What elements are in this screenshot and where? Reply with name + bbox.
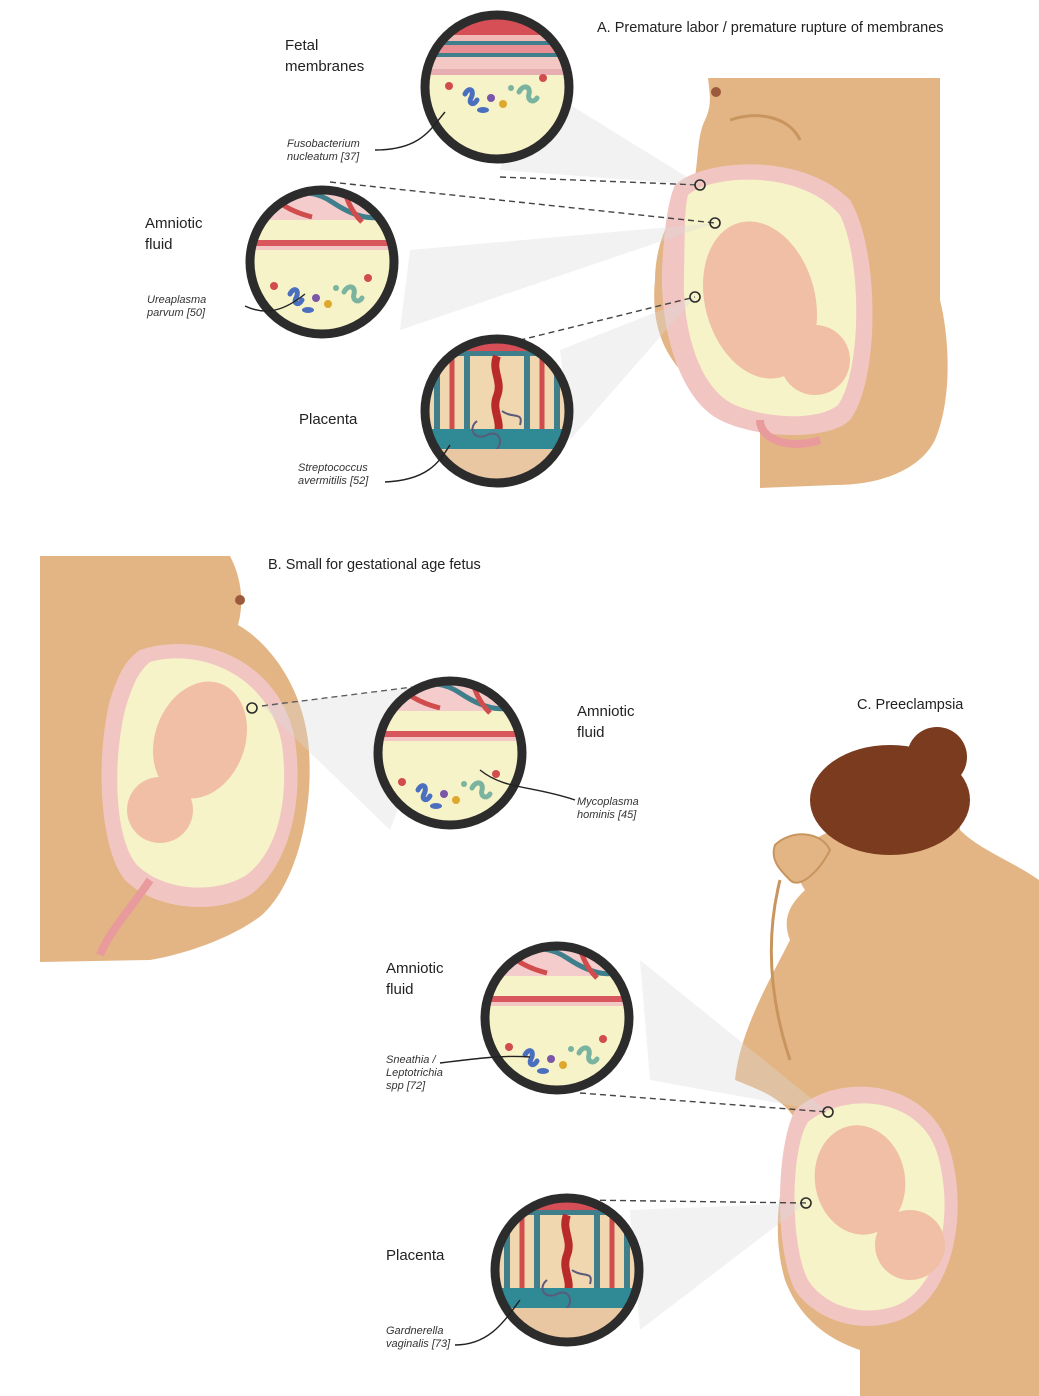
panel-b-title: B. Small for gestational age fetus: [268, 557, 481, 573]
panel-c-organism-gardnerella: Gardnerella vaginalis [73]: [386, 1325, 450, 1351]
panel-a-pregnant-body: [654, 78, 947, 488]
panel-b-pregnant-body: [40, 556, 310, 962]
panel-a-organism-fusobacterium: Fusobacterium nucleatum [37]: [287, 138, 360, 164]
panel-c-site-placenta: Placenta: [386, 1245, 444, 1266]
panel-a-site-placenta: Placenta: [299, 409, 357, 430]
panel-a-organism-ureaplasma: Ureaplasma parvum [50]: [147, 294, 206, 320]
panel-c-organism-sneathia: Sneathia / Leptotrichia spp [72]: [386, 1054, 443, 1093]
panel-a-site-fetal-membranes: Fetal membranes: [285, 35, 364, 77]
panel-b-organism-mycoplasma: Mycoplasma hominis [45]: [577, 796, 639, 822]
lens-c-placenta: [487, 1190, 647, 1350]
panel-a-organism-streptococcus: Streptococcus avermitilis [52]: [298, 462, 368, 488]
lens-a-amniotic-fluid: [242, 182, 402, 342]
panel-c-site-amniotic-fluid: Amniotic fluid: [386, 958, 444, 1000]
panel-b-site-amniotic-fluid: Amniotic fluid: [577, 701, 635, 743]
panel-c-preeclampsia-woman: [735, 727, 1039, 1396]
lens-c-amniotic-fluid: [477, 938, 637, 1098]
panel-a-title: A. Premature labor / premature rupture o…: [597, 20, 944, 36]
lens-a-placenta: [417, 331, 577, 491]
panel-c-title: C. Preeclampsia: [857, 697, 963, 713]
panel-a-site-amniotic-fluid: Amniotic fluid: [145, 213, 203, 255]
